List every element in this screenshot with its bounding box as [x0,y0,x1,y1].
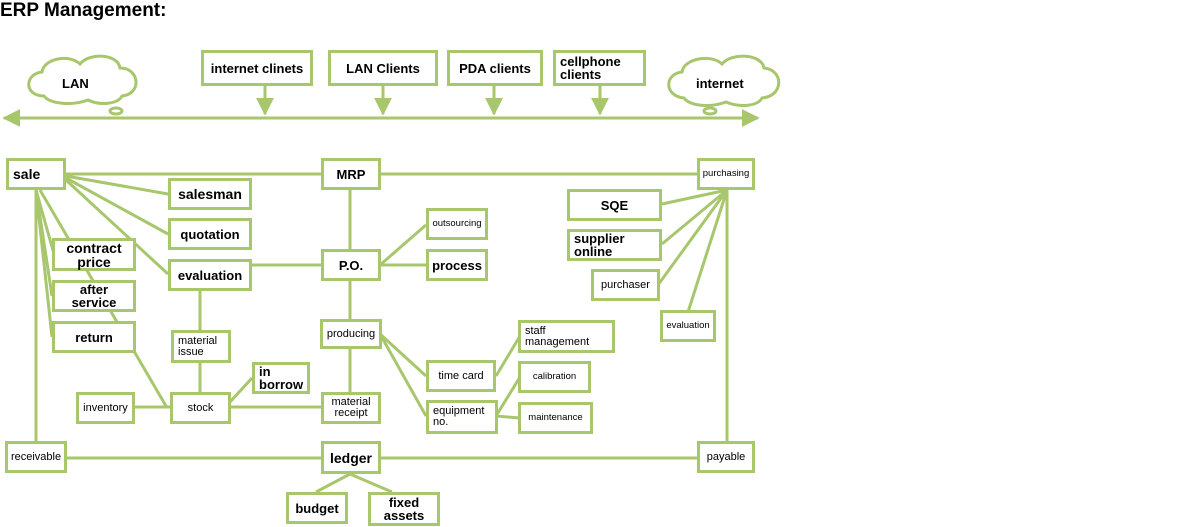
payable-box: payable [697,441,755,473]
after-service-box: after service [52,280,136,312]
evaluation-purchase-box: evaluation [660,310,716,342]
outsourcing-box: outsourcing [426,208,488,240]
sale-box: sale [6,158,66,190]
internet-clients-box: internet clinets [201,50,313,86]
supplier-online-box: supplier online [567,229,662,261]
process-box: process [426,249,488,281]
quotation-box: quotation [168,218,252,250]
purchasing-box: purchasing [697,158,755,190]
cellphone-clients-box: cellphone clients [553,50,646,86]
staff-management-box: staff management [518,320,615,353]
mrp-box: MRP [321,158,381,190]
lan-cloud-label: LAN [62,76,89,91]
time-card-box: time card [426,360,496,392]
po-box: P.O. [321,249,381,281]
in-borrow-box: in borrow [252,362,310,394]
pda-clients-box: PDA clients [447,50,543,86]
purchaser-box: purchaser [591,269,660,301]
diagram-title: ERP Management: [0,0,167,21]
receivable-box: receivable [5,441,67,473]
inventory-box: inventory [76,392,135,424]
budget-box: budget [286,492,348,524]
stock-box: stock [170,392,231,424]
material-issue-box: material issue [171,330,231,363]
ledger-box: ledger [321,441,381,474]
salesman-box: salesman [168,178,252,210]
maintenance-box: maintenance [518,402,593,434]
lan-cloud [27,54,138,105]
internet-cloud-label: internet [696,76,744,91]
contract-price-box: contract price [52,238,136,271]
calibration-box: calibration [518,361,591,393]
lan-clients-box: LAN Clients [328,50,438,86]
sqe-box: SQE [567,189,662,221]
equipment-no-box: equipment no. [426,400,498,434]
fixed-assets-box: fixed assets [368,492,440,526]
return-box: return [52,321,136,353]
producing-box: producing [320,319,382,349]
evaluation-sale-box: evaluation [168,259,252,291]
material-receipt-box: material receipt [321,392,381,424]
internet-cloud [667,54,781,107]
